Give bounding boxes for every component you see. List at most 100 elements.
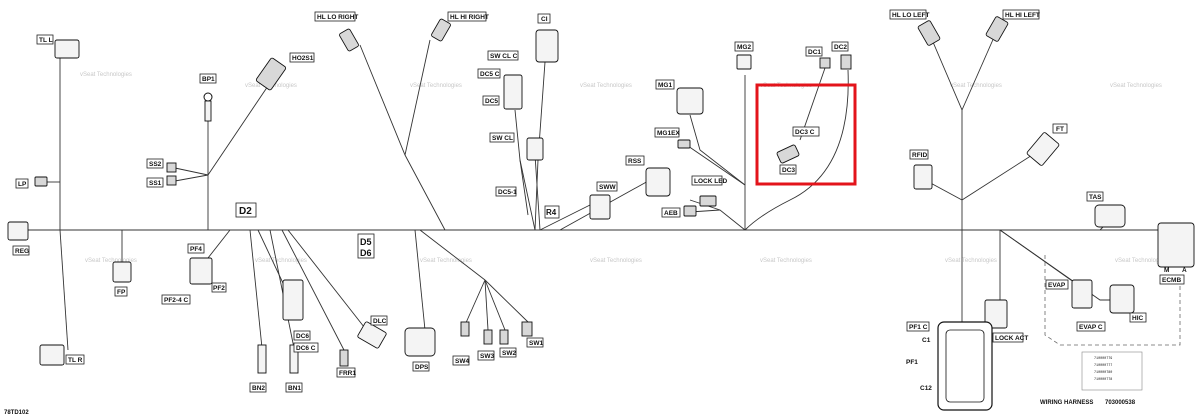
bn2-terminal-icon[interactable] bbox=[257, 344, 267, 374]
sw2-connector-icon[interactable] bbox=[499, 329, 509, 345]
bp1-terminal-icon[interactable] bbox=[204, 100, 212, 122]
hl-hi-left-connector-icon[interactable] bbox=[985, 16, 1009, 42]
label-sw3: SW3 bbox=[480, 353, 494, 360]
evap-connector-icon[interactable] bbox=[1071, 279, 1093, 309]
label-tl-r: TL R bbox=[68, 357, 83, 364]
label-sw2: SW2 bbox=[502, 350, 516, 357]
ss1-connector-icon[interactable] bbox=[166, 175, 177, 186]
ho2s1-sensor-icon[interactable] bbox=[255, 57, 287, 91]
ecmb-connector-icon[interactable] bbox=[1157, 222, 1195, 268]
label-dc3: DC3 bbox=[782, 167, 795, 174]
part-number: 710000777 bbox=[1094, 364, 1112, 368]
bp1-ring-terminal-icon[interactable] bbox=[203, 92, 213, 102]
label-aeb: AEB bbox=[664, 210, 678, 217]
label-a: A bbox=[1182, 267, 1187, 274]
label-sw4: SW4 bbox=[455, 358, 469, 365]
label-dc5: DC5 bbox=[485, 98, 498, 105]
pf1-connector-icon[interactable] bbox=[937, 321, 993, 411]
watermark: vSeat Technologies bbox=[85, 258, 137, 264]
label-tl-l: TL L bbox=[39, 37, 53, 44]
mg1-connector-icon[interactable] bbox=[676, 87, 704, 115]
label-c1: C1 bbox=[922, 337, 931, 344]
label-dc3-c: DC3 C bbox=[795, 129, 815, 136]
connectors bbox=[7, 16, 1195, 411]
watermark: vSeat Technologies bbox=[1115, 258, 1167, 264]
dlc-connector-icon[interactable] bbox=[357, 321, 387, 349]
label-sw-cl: SW CL bbox=[492, 135, 513, 142]
part-number-legend: 710000779 710000777 710000780 710000778 bbox=[1081, 351, 1143, 391]
hic-connector-icon[interactable] bbox=[1109, 284, 1135, 314]
wires bbox=[15, 34, 1165, 353]
pf4-connector-icon[interactable] bbox=[189, 257, 213, 285]
label-bp1: BP1 bbox=[202, 76, 215, 83]
label-lock-led: LOCK LED bbox=[694, 178, 728, 185]
sw1-connector-icon[interactable] bbox=[521, 321, 533, 337]
sw3-connector-icon[interactable] bbox=[483, 329, 493, 345]
tl-r-connector-icon[interactable] bbox=[39, 344, 65, 366]
rfid-connector-icon[interactable] bbox=[913, 164, 933, 190]
watermark: vSeat Technologies bbox=[1110, 83, 1162, 89]
label-lock-act: LOCK ACT bbox=[995, 335, 1028, 342]
lock-act-connector-icon[interactable] bbox=[984, 299, 1008, 329]
evap-group-outline bbox=[1044, 255, 1181, 346]
label-ss2: SS2 bbox=[149, 161, 162, 168]
rss-connector-icon[interactable] bbox=[645, 167, 671, 197]
mg2-connector-icon[interactable] bbox=[736, 54, 752, 70]
label-pf1: PF1 bbox=[906, 359, 918, 366]
fp-connector-icon[interactable] bbox=[112, 261, 132, 283]
dc1-connector-icon[interactable] bbox=[819, 57, 831, 69]
label-rss: RSS bbox=[628, 158, 642, 165]
harness-number: 703000538 bbox=[1105, 400, 1136, 406]
hl-lo-left-connector-icon[interactable] bbox=[917, 20, 941, 46]
label-sw-cl-c: SW CL C bbox=[490, 53, 518, 60]
reference-code: 78TD102 bbox=[4, 410, 29, 416]
label-frr1: FRR1 bbox=[339, 370, 356, 377]
watermark: vSeat Technologies bbox=[945, 258, 997, 264]
label-ho2s1: HO2S1 bbox=[292, 55, 314, 62]
dps-connector-icon[interactable] bbox=[404, 327, 436, 357]
lock-led-connector-icon[interactable] bbox=[699, 195, 717, 207]
dc3-connector-icon[interactable] bbox=[776, 144, 800, 164]
label-sww: SWW bbox=[599, 184, 616, 191]
label-mg1: MG1 bbox=[658, 82, 672, 89]
label-hl-hi-left: HL HI LEFT bbox=[1005, 12, 1040, 19]
dc6-connector-icon[interactable] bbox=[282, 279, 304, 321]
watermark: vSeat Technologies bbox=[760, 258, 812, 264]
sw-cl-connector-icon[interactable] bbox=[526, 137, 544, 161]
label-d5: D5 bbox=[360, 237, 372, 247]
label-evap-c: EVAP C bbox=[1079, 324, 1103, 331]
dc5-connector-icon[interactable] bbox=[503, 74, 523, 110]
label-pf2-4-c: PF2-4 C bbox=[164, 297, 189, 304]
label-r4: R4 bbox=[546, 208, 557, 217]
sw4-connector-icon[interactable] bbox=[460, 321, 470, 337]
aeb-connector-icon[interactable] bbox=[683, 205, 697, 217]
ss2-connector-icon[interactable] bbox=[166, 162, 177, 173]
tas-connector-icon[interactable] bbox=[1094, 204, 1126, 228]
hl-lo-right-connector-icon[interactable] bbox=[339, 28, 359, 52]
tl-l-connector-icon[interactable] bbox=[54, 39, 80, 59]
label-mg1ex: MG1EX bbox=[657, 130, 680, 137]
lp-connector-icon[interactable] bbox=[34, 176, 48, 187]
frr1-connector-icon[interactable] bbox=[339, 349, 349, 367]
label-evap: EVAP bbox=[1048, 282, 1066, 289]
label-dc6-c: DC6 C bbox=[296, 345, 316, 352]
label-dc1: DC1 bbox=[808, 49, 821, 56]
sww-connector-icon[interactable] bbox=[589, 194, 611, 220]
dc2-connector-icon[interactable] bbox=[840, 54, 852, 70]
ft-connector-icon[interactable] bbox=[1026, 132, 1060, 166]
mg1ex-connector-icon[interactable] bbox=[677, 139, 691, 149]
watermark: vSeat Technologies bbox=[950, 83, 1002, 89]
harness-label: WIRING HARNESS bbox=[1040, 400, 1093, 406]
reg-connector-icon[interactable] bbox=[7, 221, 29, 241]
hl-hi-right-connector-icon[interactable] bbox=[431, 18, 451, 42]
label-hl-lo-right: HL LO RIGHT bbox=[317, 14, 358, 21]
label-pf4: PF4 bbox=[190, 246, 202, 253]
watermarks: vSeat Technologies vSeat Technologies vS… bbox=[80, 72, 1167, 264]
watermark: vSeat Technologies bbox=[590, 258, 642, 264]
ci-connector-icon[interactable] bbox=[535, 29, 559, 63]
watermark: vSeat Technologies bbox=[420, 258, 472, 264]
highlight-box bbox=[755, 83, 857, 186]
labels: TL L LP REG FP TL R SS2 SS1 BP1 HO2S1 HL… bbox=[12, 9, 1187, 393]
label-pf1-c: PF1 C bbox=[909, 324, 928, 331]
label-c12: C12 bbox=[920, 385, 932, 392]
